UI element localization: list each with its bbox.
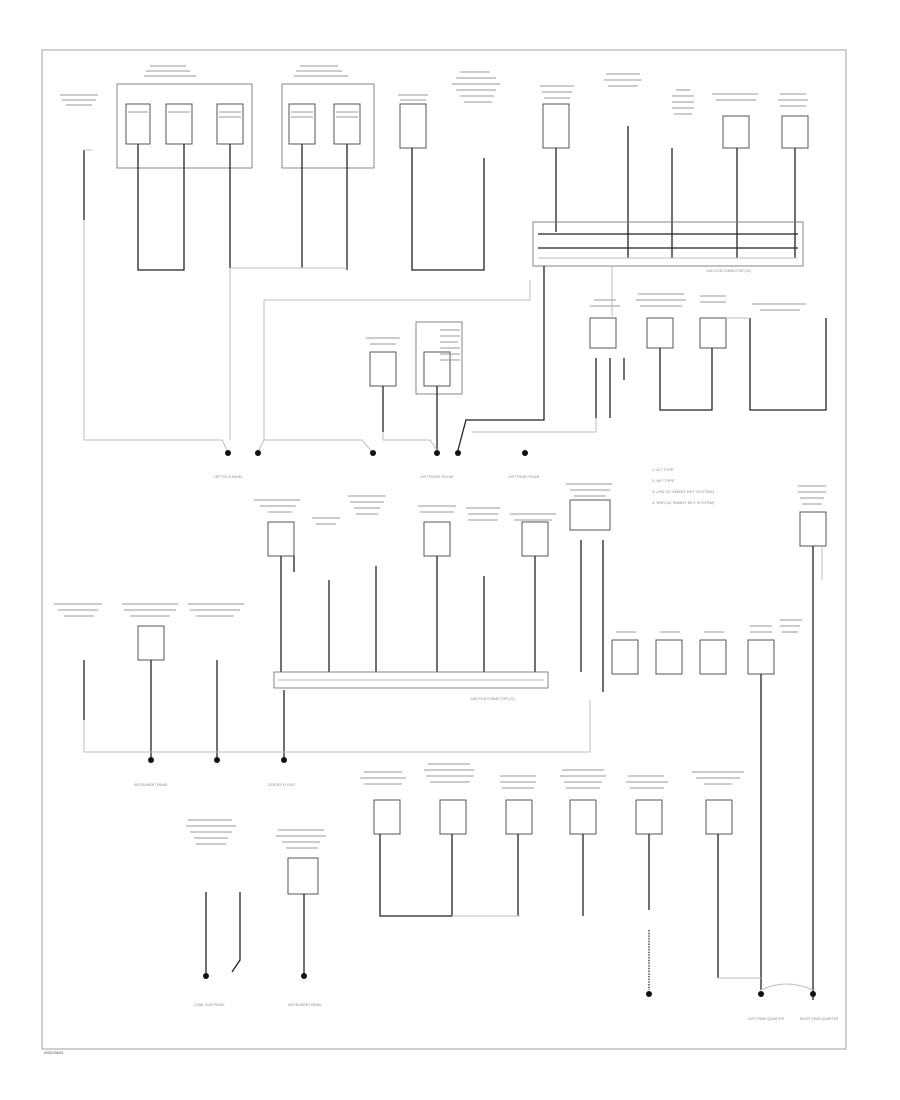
ground-label: LEFT REAR QUARTER	[748, 1017, 785, 1021]
legend-item: 2: M/T TYPE	[652, 478, 675, 483]
component-label-marks	[54, 483, 826, 633]
wire-harness-bottom	[205, 834, 719, 990]
ground-point	[225, 450, 528, 456]
ground-label: LEFT KICK PANEL	[214, 475, 243, 479]
wire-harness-middle	[83, 540, 814, 1000]
component-group-outline	[415, 321, 463, 395]
wire-light-top	[83, 149, 347, 453]
junction-connector-label: JUNCTION CONNECTOR (J/C)	[470, 697, 515, 701]
ground-label: COWL SIDE PANEL	[194, 1003, 225, 1007]
legend-item: 1: A/T TYPE	[652, 467, 674, 472]
wire-harness-center	[382, 386, 438, 450]
wire-light-bottom	[452, 915, 814, 991]
ground-point	[148, 757, 287, 763]
wire-harness-mid-right	[457, 266, 827, 451]
ground-point	[203, 973, 816, 997]
ground-label: RIGHT REAR QUARTER	[800, 1017, 839, 1021]
component-label-marks	[366, 329, 460, 361]
ground-label: INSTRUMENT PANEL	[288, 1003, 322, 1007]
junction-connector-1	[532, 221, 804, 267]
wire-light-middle	[83, 546, 823, 753]
wire-light-center	[382, 432, 438, 451]
wire-harness-top	[83, 126, 796, 271]
component-group-center	[281, 83, 375, 169]
component-label-marks	[60, 65, 808, 118]
component-box	[137, 499, 827, 675]
ground-label: INSTRUMENT PANEL	[134, 783, 168, 787]
diagram-code: W0025834	[44, 1050, 64, 1055]
junction-connector-2	[273, 671, 549, 689]
component-box	[369, 351, 397, 387]
component-box	[287, 799, 733, 895]
diagram-frame	[41, 49, 847, 1050]
component-label-marks	[186, 763, 744, 849]
component-box	[589, 317, 727, 349]
ground-label: CENTER FLOOR	[268, 783, 295, 787]
legend-item: 4: RHD (IC SMART KEY SYSTEM)	[652, 500, 715, 505]
legend-item: 3: LHD (IC SMART KEY SYSTEM)	[652, 489, 714, 494]
legend: 1: A/T TYPE 2: M/T TYPE 3: LHD (IC SMART…	[652, 467, 715, 505]
junction-connector-label: JUNCTION CONNECTOR (J/C)	[706, 269, 751, 273]
ground-label: LEFT REAR PILLAR	[508, 475, 540, 479]
component-box	[423, 351, 451, 387]
wire-light-mid-right	[257, 266, 750, 453]
component-box	[125, 103, 809, 149]
ground-label: LEFT FRONT PILLAR	[420, 475, 454, 479]
component-label-marks	[590, 293, 806, 311]
